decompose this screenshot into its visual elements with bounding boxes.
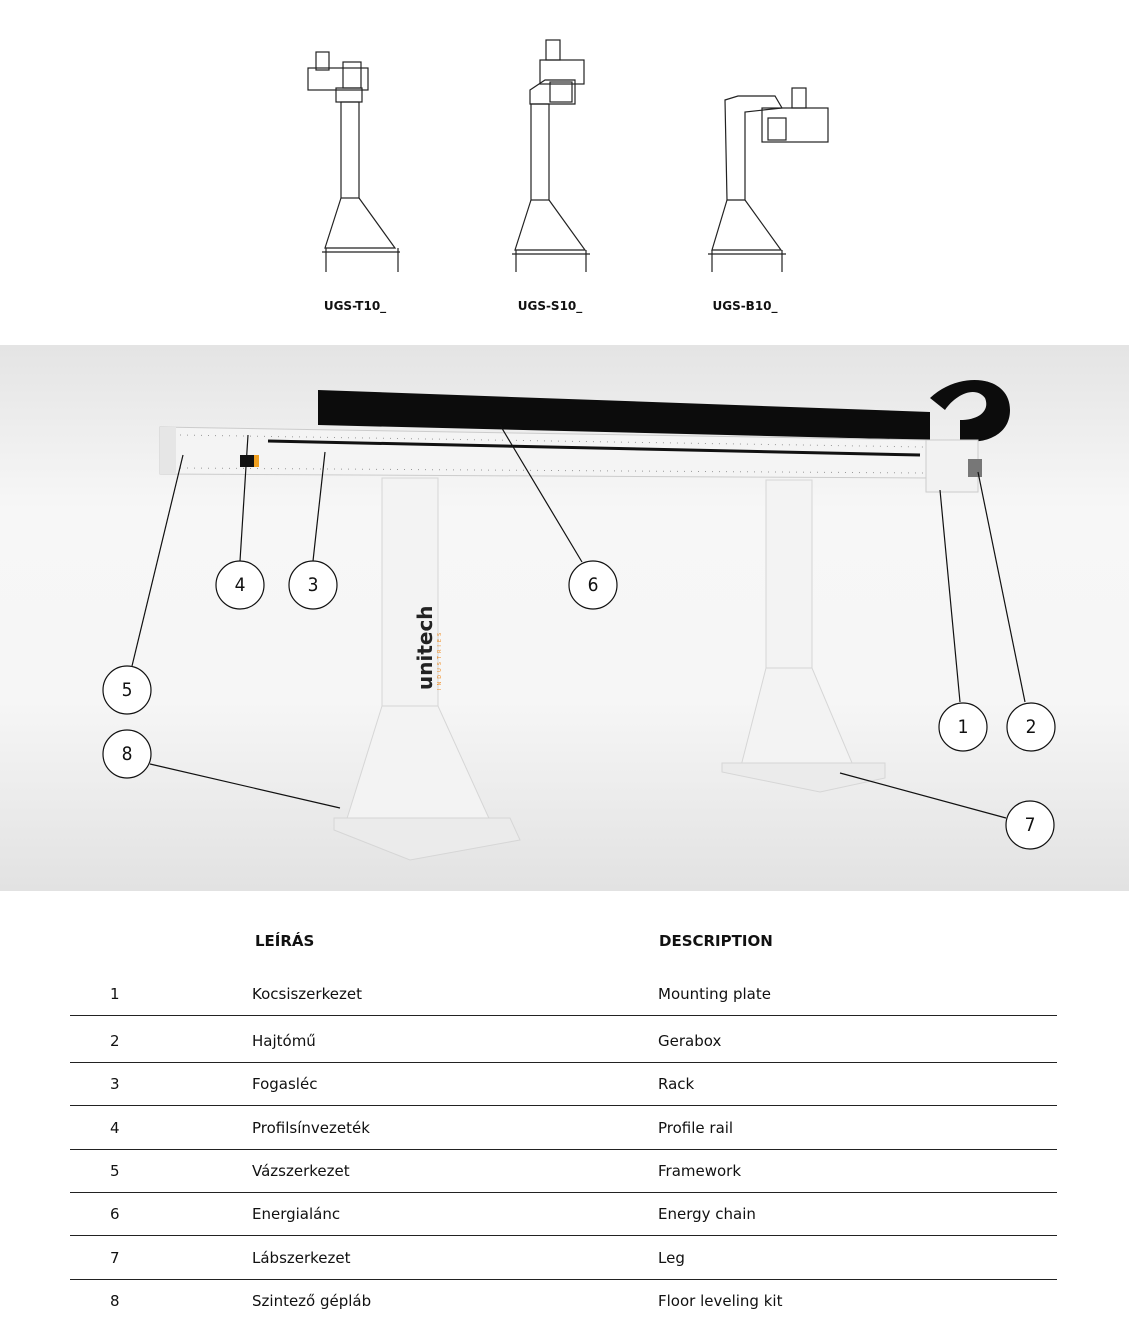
- leader-lines: [131, 424, 1026, 819]
- table-row: 1 Kocsiszerkezet Mounting plate: [70, 972, 1057, 1016]
- part-name-en: Leg: [658, 1248, 685, 1267]
- callout-6: 6: [568, 560, 618, 610]
- part-name-hu: Hajtómű: [252, 1031, 316, 1050]
- part-number: 5: [110, 1161, 120, 1180]
- table-row: 7 Lábszerkezet Leg: [70, 1236, 1057, 1280]
- svg-text:4: 4: [235, 574, 246, 596]
- table-row: 2 Hajtómű Gerabox: [70, 1019, 1057, 1063]
- leg-left: [333, 477, 521, 861]
- callout-1: 1: [938, 702, 988, 752]
- part-name-en: Mounting plate: [658, 984, 771, 1003]
- part-number: 8: [110, 1291, 120, 1310]
- part-name-hu: Energialánc: [252, 1204, 341, 1223]
- part-number: 2: [110, 1031, 120, 1050]
- callout-2: 2: [1006, 702, 1056, 752]
- table-row: 4 Profilsínvezeték Profile rail: [70, 1106, 1057, 1150]
- part-name-en: Floor leveling kit: [658, 1291, 783, 1310]
- drawing-ugs-b10: [708, 87, 829, 272]
- gearbox: [968, 459, 982, 477]
- brand-logo: unitech: [413, 605, 437, 690]
- part-number: 3: [110, 1074, 120, 1093]
- table-row: 3 Fogasléc Rack: [70, 1062, 1057, 1106]
- callout-4: 4: [215, 560, 265, 610]
- part-name-hu: Kocsiszerkezet: [252, 984, 362, 1003]
- variant-label-b10: UGS-B10_: [712, 299, 778, 313]
- variant-drawings: [307, 39, 829, 272]
- svg-text:6: 6: [588, 574, 599, 596]
- gantry-illustration: unitech INDUSTRIES 1 2 3 4 5 6 7 8: [102, 379, 1056, 861]
- table-row: 8 Szintező gépláb Floor leveling kit: [70, 1279, 1057, 1322]
- part-name-hu: Szintező gépláb: [252, 1291, 372, 1310]
- svg-text:5: 5: [122, 679, 133, 701]
- variant-label-s10: UGS-S10_: [517, 299, 583, 313]
- energy-chain: [318, 390, 930, 440]
- leg-right: [721, 479, 886, 793]
- part-name-hu: Profilsínvezeték: [252, 1118, 370, 1137]
- part-name-hu: Vázszerkezet: [252, 1161, 350, 1180]
- table-row: 6 Energialánc Energy chain: [70, 1192, 1057, 1236]
- callout-8: 8: [102, 729, 152, 779]
- part-number: 6: [110, 1204, 120, 1223]
- part-number: 1: [110, 984, 120, 1003]
- part-name-en: Gerabox: [658, 1031, 722, 1050]
- svg-text:1: 1: [958, 716, 969, 738]
- part-name-en: Profile rail: [658, 1118, 734, 1137]
- svg-text:7: 7: [1025, 814, 1036, 836]
- variant-label-t10: UGS-T10_: [323, 299, 387, 313]
- part-name-hu: Lábszerkezet: [252, 1248, 351, 1267]
- brand-logo-sub: INDUSTRIES: [437, 630, 443, 690]
- part-name-en: Energy chain: [658, 1204, 756, 1223]
- part-number: 4: [110, 1118, 120, 1137]
- header-en: DESCRIPTION: [659, 932, 773, 950]
- svg-text:2: 2: [1026, 716, 1037, 738]
- part-name-hu: Fogasléc: [252, 1074, 318, 1093]
- part-name-en: Framework: [658, 1161, 742, 1180]
- part-number: 7: [110, 1248, 120, 1267]
- drawing-ugs-t10: [307, 51, 400, 272]
- svg-text:8: 8: [122, 743, 133, 765]
- callout-5: 5: [102, 665, 152, 715]
- callout-3: 3: [288, 560, 338, 610]
- svg-text:3: 3: [308, 574, 319, 596]
- drawing-ugs-s10: [512, 39, 590, 272]
- table-row: 5 Vázszerkezet Framework: [70, 1149, 1057, 1193]
- callout-7: 7: [1005, 800, 1055, 850]
- part-name-en: Rack: [658, 1074, 695, 1093]
- header-hu: LEÍRÁS: [255, 932, 315, 950]
